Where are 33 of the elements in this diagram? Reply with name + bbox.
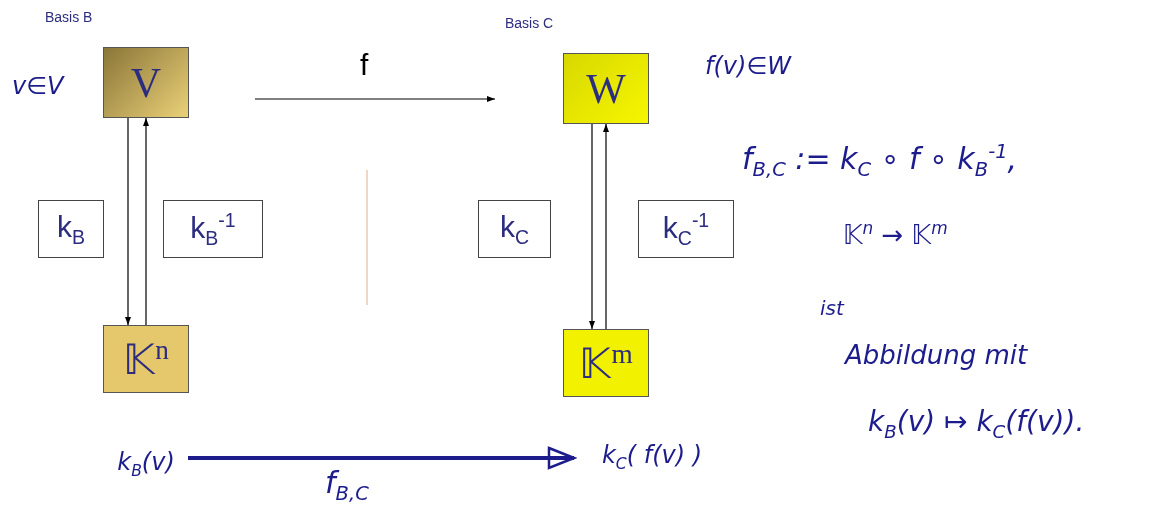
vector-space-box	[563, 329, 649, 397]
edge-label: f$_{B,C}$	[325, 465, 369, 505]
handwritten-note: v∈V	[12, 72, 64, 100]
map-label-box	[478, 200, 551, 258]
vector-space-box	[103, 47, 189, 118]
arrow	[188, 446, 576, 470]
map-name: k$_{C}$	[499, 209, 530, 249]
arrow	[125, 117, 131, 326]
handwritten-note: k$_{B}$(v) ↦ k$_{C}$(f(v)).	[868, 405, 1085, 442]
space-name: W	[586, 64, 626, 113]
handwritten-note: 𝕂$^{n}$ → 𝕂$^{m}$	[843, 218, 948, 250]
vector-space-box	[563, 53, 649, 124]
handwritten-text: k$_{C}$( f(v) )	[574, 436, 730, 478]
handwritten-note: f$_{B,C}$ := k$_{C}$ ∘ f ∘ k$_{B}$$^{-1}$,	[742, 140, 1018, 181]
handwritten-note: ist	[820, 296, 844, 320]
space-name: 𝕂$^{n}$	[123, 334, 169, 384]
arrow	[589, 123, 595, 330]
space-name: V	[130, 58, 162, 107]
handwritten-note: f(v)∈W	[705, 52, 791, 80]
arrow	[254, 96, 496, 102]
basis-caption: Basis B	[45, 9, 93, 25]
space-name: 𝕂$^{m}$	[579, 338, 633, 388]
arrow	[143, 117, 149, 326]
handwritten-text: k$_{B}$(v)	[104, 445, 188, 483]
handwritten-note: Abbildung mit	[845, 340, 1028, 370]
map-label-box	[163, 200, 263, 258]
basis-caption: Basis C	[505, 15, 554, 31]
vector-space-box	[103, 325, 189, 393]
map-name: k$_{B}$	[57, 209, 85, 249]
edge-label: f	[360, 48, 369, 82]
arrow	[603, 123, 609, 330]
map-label-box	[638, 200, 734, 258]
map-label-box	[38, 200, 104, 258]
